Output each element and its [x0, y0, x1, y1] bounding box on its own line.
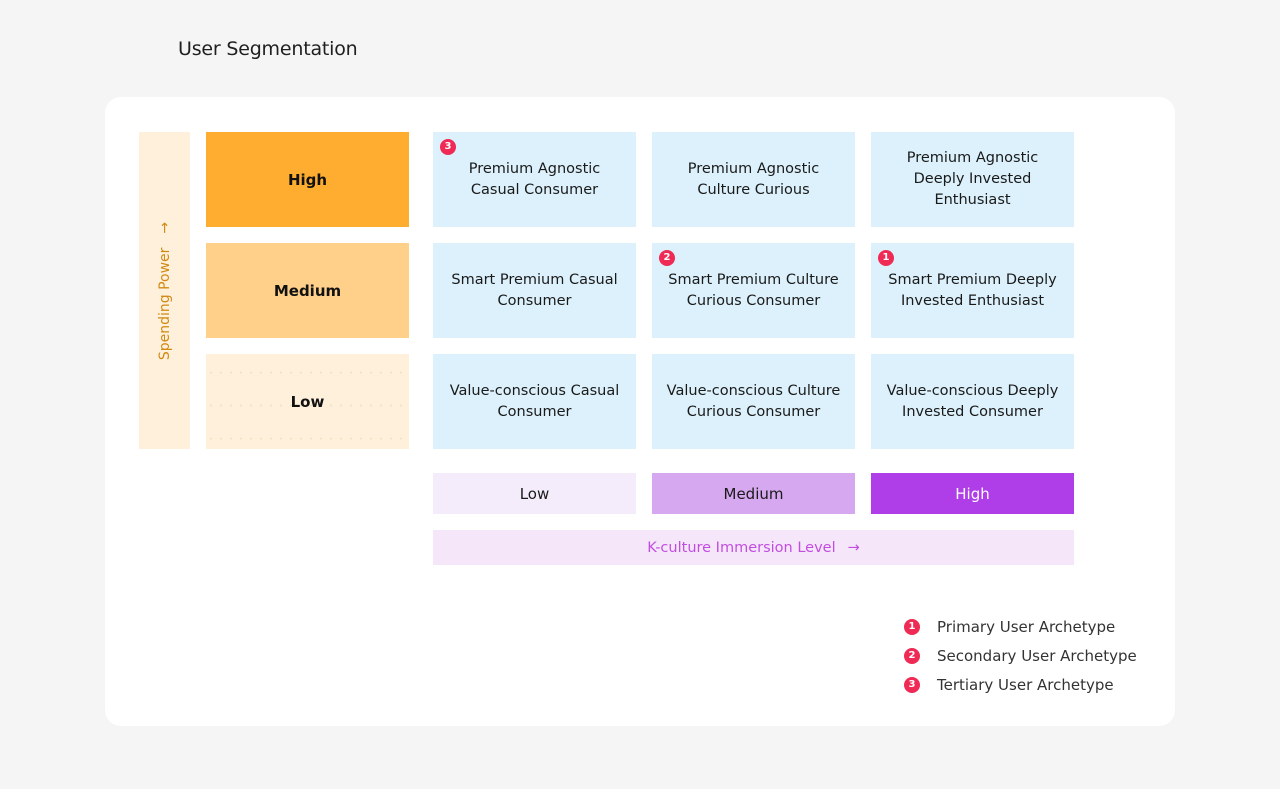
segment-cell: Value-conscious Culture Curious Consumer: [652, 354, 855, 449]
archetype-badge-1: 1: [878, 250, 894, 266]
segment-cell: Value-conscious Deeply Invested Consumer: [871, 354, 1074, 449]
archetype-badge-3: 3: [440, 139, 456, 155]
segment-label: Value-conscious Deeply Invested Consumer: [886, 382, 1059, 420]
immersion-level-medium: Medium: [652, 473, 855, 514]
x-axis-immersion-level: K-culture Immersion Level →: [433, 530, 1074, 565]
page-title: User Segmentation: [178, 38, 358, 60]
legend: 1 Primary User Archetype 2 Secondary Use…: [904, 612, 1137, 699]
legend-label: Primary User Archetype: [937, 617, 1116, 636]
archetype-badge-2: 2: [659, 250, 675, 266]
segment-cell: Value-conscious Casual Consumer: [433, 354, 636, 449]
segment-label: Smart Premium Culture Curious Consumer: [668, 271, 839, 309]
segment-cell: Premium Agnostic Deeply Invested Enthusi…: [871, 132, 1074, 227]
immersion-level-low: Low: [433, 473, 636, 514]
arrow-right-icon: →: [847, 539, 860, 556]
segment-label: Value-conscious Casual Consumer: [449, 382, 620, 420]
archetype-badge-1: 1: [904, 618, 920, 635]
segment-label: Premium Agnostic Casual Consumer: [468, 160, 601, 198]
legend-item-primary: 1 Primary User Archetype: [904, 612, 1137, 641]
immersion-level-high: High: [871, 473, 1074, 514]
archetype-badge-3: 3: [904, 676, 920, 693]
archetype-badge-2: 2: [904, 647, 920, 664]
segment-cell: 3 Premium Agnostic Casual Consumer: [433, 132, 636, 227]
legend-item-secondary: 2 Secondary User Archetype: [904, 641, 1137, 670]
segment-label: Smart Premium Deeply Invested Enthusiast: [888, 271, 1057, 309]
y-axis-spending-power: Spending Power →: [139, 132, 190, 449]
segment-label: Smart Premium Casual Consumer: [451, 271, 618, 309]
spending-level-medium: Medium: [206, 243, 409, 338]
segmentation-card: Spending Power → High Medium Low 3 Premi…: [105, 97, 1175, 726]
segment-cell: 2 Smart Premium Culture Curious Consumer: [652, 243, 855, 338]
spending-level-low: Low: [206, 354, 409, 449]
segment-cell: 1 Smart Premium Deeply Invested Enthusia…: [871, 243, 1074, 338]
y-axis-label: Spending Power: [156, 247, 173, 360]
segment-cell: Smart Premium Casual Consumer: [433, 243, 636, 338]
segment-label: Value-conscious Culture Curious Consumer: [666, 382, 841, 420]
arrow-up-icon: →: [156, 221, 173, 234]
spending-level-high: High: [206, 132, 409, 227]
legend-label: Secondary User Archetype: [937, 646, 1137, 665]
x-axis-label: K-culture Immersion Level: [647, 539, 836, 556]
legend-item-tertiary: 3 Tertiary User Archetype: [904, 670, 1137, 699]
segment-label: Premium Agnostic Culture Curious: [687, 160, 820, 198]
segment-cell: Premium Agnostic Culture Curious: [652, 132, 855, 227]
legend-label: Tertiary User Archetype: [937, 675, 1114, 694]
segment-label: Premium Agnostic Deeply Invested Enthusi…: [906, 150, 1039, 208]
